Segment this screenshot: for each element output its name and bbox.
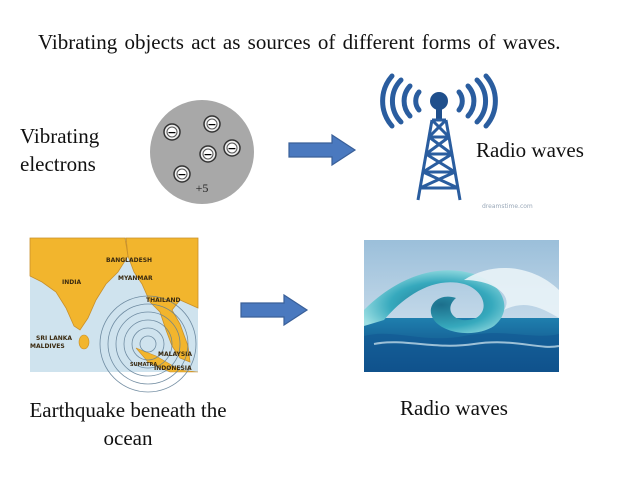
electron-symbol: − (203, 148, 212, 161)
ocean-wave-picture (364, 240, 560, 372)
map-label-sumatra: SUMATRA (130, 362, 157, 368)
arrow-right-icon (288, 133, 357, 167)
atom-diagram: − − − − − +5 (150, 100, 254, 204)
earthquake-map: BANGLADESH INDIA MYANMAR THAILAND SRI LA… (29, 237, 199, 393)
map-southeast-asia (125, 237, 199, 363)
radio-tower-icon: dreamstime.com (380, 73, 533, 210)
intro-text: Vibrating objects act as sources of diff… (38, 30, 561, 54)
map-label-malaysia: MALAYSIA (158, 351, 192, 358)
map-sri-lanka (78, 334, 90, 350)
map-label-thailand: THAILAND (146, 297, 180, 304)
map-label-maldives: MALDIVES (30, 343, 65, 350)
vibrating-electrons-text: Vibrating electrons (20, 124, 100, 176)
electron-symbol: − (227, 142, 236, 155)
electron-symbol: − (167, 126, 176, 139)
arrow-right-icon (240, 293, 309, 327)
electron-3: − (223, 139, 241, 157)
vibrating-electrons-label: Vibrating electrons (20, 122, 120, 178)
map-label-myanmar: MYANMAR (118, 275, 153, 282)
earthquake-label: Earthquake beneath the ocean (29, 398, 227, 450)
electron-symbol: − (177, 168, 186, 181)
electron-5: − (173, 165, 191, 183)
electron-symbol: − (207, 118, 216, 131)
map-india (29, 237, 129, 331)
map-label-india: INDIA (62, 279, 81, 286)
electron-2: − (203, 115, 221, 133)
electron-1: − (163, 123, 181, 141)
map-label-sri-lanka: SRI LANKA (36, 335, 72, 342)
nucleus-charge: +5 (196, 181, 209, 195)
map-label-indonesia: INDONESIA (154, 365, 192, 372)
radio-waves-label-1: Radio waves (476, 138, 584, 162)
map-label-bangladesh: BANGLADESH (106, 257, 152, 264)
watermark: dreamstime.com (482, 203, 533, 210)
electron-4: − (199, 145, 217, 163)
radio-waves-label-2: Radio waves (400, 396, 508, 420)
